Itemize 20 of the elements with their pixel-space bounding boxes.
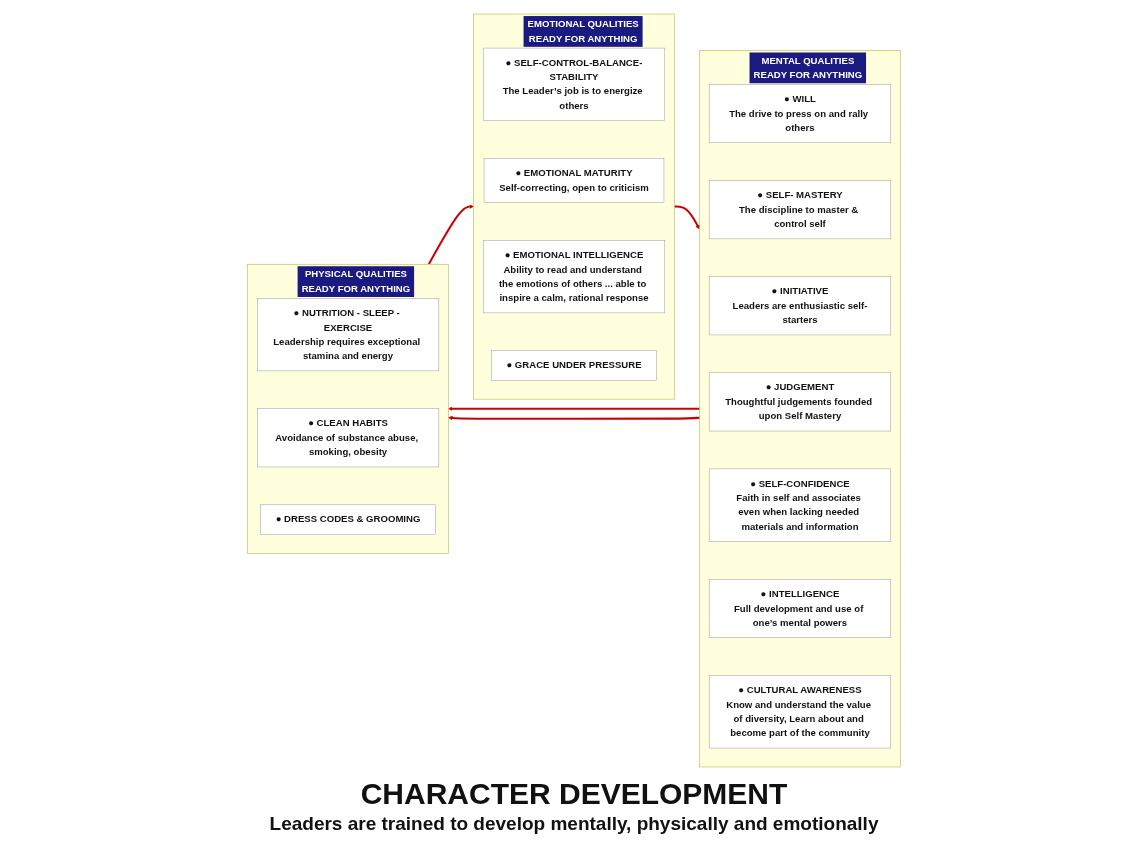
node-box: ● GRACE UNDER PRESSURE xyxy=(491,350,657,381)
arrow xyxy=(674,205,700,230)
node-box: ● SELF-CONTROL-BALANCE-STABILITY The Leader’s job is to energize others xyxy=(482,47,666,121)
node-box: ● INITIATIVE Leaders are enthusiastic self-starters xyxy=(708,276,891,336)
node-box: ● INTELLIGENCE Full development and use of one’s mental powers xyxy=(708,579,891,638)
diagram-title: CHARACTER DEVELOPMENT xyxy=(360,777,788,811)
node-box: ● EMOTIONAL INTELLIGENCE Ability to read and understand the emotions of others ... able to inspire a calm, rational response xyxy=(482,240,666,314)
node-box: ● CLEAN HABITS Avoidance of substance abuse, smoking, obesity xyxy=(257,408,440,468)
node-box: ● JUDGEMENT Thoughtful judgements founded upon Self Mastery xyxy=(708,372,891,432)
diagram-caption: Leaders are trained to develop mentally, physically and emotionally xyxy=(269,813,879,835)
arrow xyxy=(448,415,700,421)
node-box: ● NUTRITION - SLEEP - EXERCISE Leadership requires exceptional stamina and energy xyxy=(257,298,440,372)
node-box: ● WILL The drive to press on and rally others xyxy=(708,84,891,144)
node-box: ● DRESS CODES & GROOMING xyxy=(260,504,436,535)
arrow xyxy=(427,204,474,265)
node-box: ● CULTURAL AWARENESS Know and understand the value of diversity, Learn about and become part of the community xyxy=(708,675,891,749)
node-box: ● EMOTIONAL MATURITY Self-correcting, open to criticism xyxy=(483,158,665,203)
node-box: ● SELF-CONFIDENCE Faith in self and associates even when lacking needed materials and information xyxy=(708,468,891,542)
arrow xyxy=(448,406,700,411)
node-box: ● SELF- MASTERY The discipline to master & control self xyxy=(708,180,891,240)
